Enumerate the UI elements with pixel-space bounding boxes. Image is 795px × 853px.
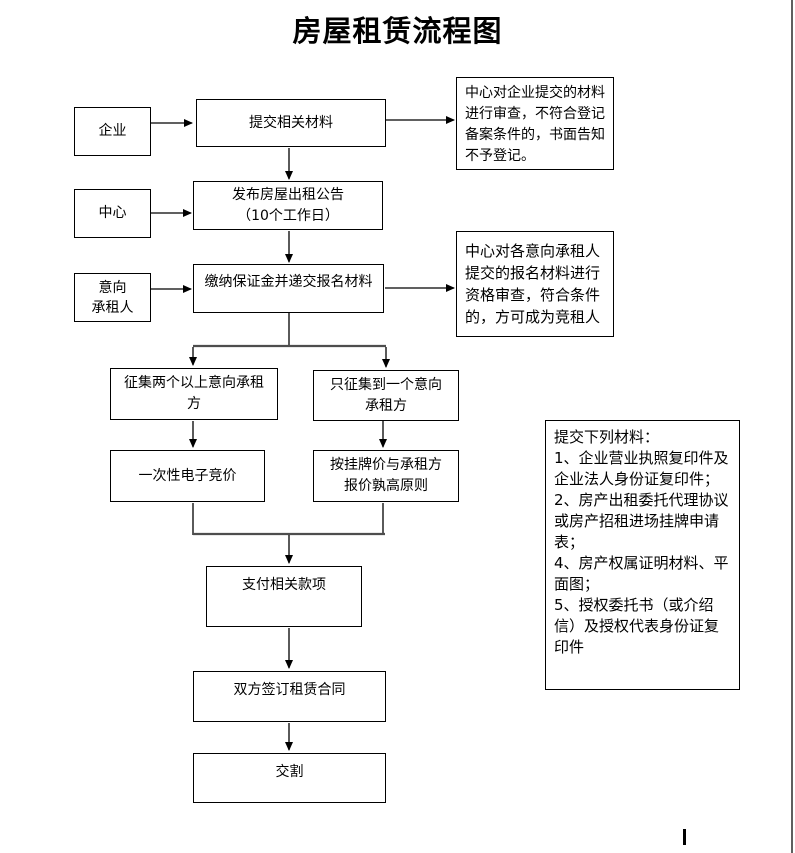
- node-submit-materials: 提交相关材料: [196, 99, 386, 147]
- note-materials-item: 4、房产权属证明材料、平面图；: [554, 554, 729, 593]
- node-sign-contract-label: 双方签订租赁合同: [233, 682, 346, 698]
- node-enterprise-label: 企业: [98, 123, 127, 139]
- node-pay-deposit: 缴纳保证金并递交报名材料: [193, 264, 384, 313]
- node-handover: 交割: [193, 753, 386, 803]
- node-submit-materials-label: 提交相关材料: [249, 114, 333, 131]
- note-qualification: 中心对各意向承租人提交的报名材料进行资格审查，符合条件的，方可成为竞租人: [456, 231, 614, 337]
- node-publish-notice: 发布房屋出租公告 （10个工作日）: [193, 181, 383, 230]
- node-higher-price-rule: 按挂牌价与承租方报价孰高原则: [313, 450, 459, 502]
- node-branch-only-one: 只征集到一个意向承租方: [313, 370, 459, 421]
- node-enterprise: 企业: [74, 107, 151, 156]
- node-electronic-bidding-label: 一次性电子竞价: [138, 467, 237, 484]
- node-pay-fees: 支付相关款项: [206, 566, 362, 627]
- node-center-label: 中心: [98, 205, 127, 221]
- note-materials-item: 2、房产出租委托代理协议或房产招租进场挂牌申请表；: [554, 491, 729, 551]
- page-edge-line: [791, 0, 793, 853]
- text-cursor[interactable]: [683, 829, 686, 845]
- node-higher-price-rule-label: 按挂牌价与承租方报价孰高原则: [330, 457, 442, 494]
- node-intended-lessee-label: 意向 承租人: [91, 279, 134, 316]
- node-electronic-bidding: 一次性电子竞价: [110, 450, 265, 502]
- note-materials-item: 5、授权委托书（或介绍信）及授权代表身份证复印件: [554, 596, 720, 656]
- note-review-text: 中心对企业提交的材料进行审查，不符合登记备案条件的，书面告知不予登记。: [465, 85, 605, 164]
- node-publish-notice-label: 发布房屋出租公告 （10个工作日）: [232, 186, 344, 224]
- note-review: 中心对企业提交的材料进行审查，不符合登记备案条件的，书面告知不予登记。: [456, 77, 614, 170]
- node-pay-deposit-label: 缴纳保证金并递交报名材料: [204, 274, 373, 290]
- node-center: 中心: [74, 189, 151, 238]
- node-pay-fees-label: 支付相关款项: [242, 577, 326, 593]
- page-title: 房屋租赁流程图: [292, 14, 503, 48]
- node-branch-only-one-label: 只征集到一个意向承租方: [330, 377, 442, 414]
- note-materials-item: 1、企业营业执照复印件及企业法人身份证复印件；: [554, 449, 729, 488]
- note-qualification-text: 中心对各意向承租人提交的报名材料进行资格审查，符合条件的，方可成为竞租人: [465, 242, 601, 326]
- node-intended-lessee: 意向 承租人: [74, 273, 151, 322]
- note-materials-list: 提交下列材料： 1、企业营业执照复印件及企业法人身份证复印件； 2、房产出租委托…: [545, 420, 740, 690]
- node-handover-label: 交割: [275, 764, 304, 780]
- node-branch-two-or-more: 征集两个以上意向承租方: [110, 368, 278, 420]
- node-branch-two-or-more-label: 征集两个以上意向承租方: [124, 375, 264, 412]
- note-materials-heading: 提交下列材料：: [554, 428, 660, 446]
- node-sign-contract: 双方签订租赁合同: [193, 671, 386, 722]
